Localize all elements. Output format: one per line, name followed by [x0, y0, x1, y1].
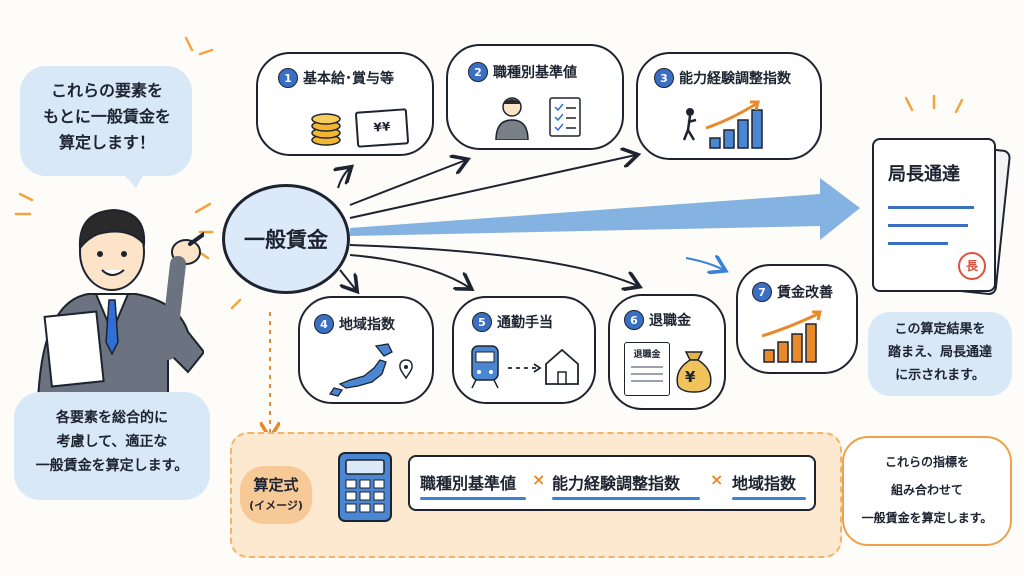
speech-bubble — [20, 66, 192, 176]
commute-icon — [471, 345, 579, 389]
seal-stamp: 長 — [958, 252, 986, 280]
factor-card-4: 4 地域指数 — [298, 296, 434, 404]
formula-sublabel: (イメージ) — [249, 499, 303, 512]
formula-term-2: 能力経験調整指数 — [552, 474, 681, 493]
formula-label: 算定式 — [253, 476, 299, 494]
factor-label-4: 地域指数 — [339, 317, 395, 333]
factor-card-5: 5 通勤手当 — [452, 296, 596, 404]
summary-line-2: 考慮して、適正な — [56, 434, 168, 450]
formula-operator-2: × — [710, 470, 724, 489]
factor-number-4: 4 — [314, 314, 334, 334]
speech-line-2: もとに一般賃金を — [43, 107, 171, 126]
formula-term-1: 職種別基準値 — [420, 474, 517, 493]
formula-note-bubble — [842, 436, 1012, 546]
summary-line-1: 各要素を総合的に — [56, 410, 168, 426]
notice-caption-line-2: 踏まえ、局長通達 — [887, 345, 992, 360]
director-notice-title: 局長通達 — [888, 164, 960, 185]
speech-bubble-text: これらの要素を もとに一般賃金を 算定します！ — [28, 78, 186, 156]
speech-line-3: 算定します！ — [58, 133, 155, 152]
notice-caption-text: この算定結果を 踏まえ、局長通達 に示されます。 — [870, 318, 1010, 387]
coins-icon — [311, 113, 341, 146]
formula-note-line-1: これらの指標を — [884, 455, 969, 469]
yen-bill-icon: ¥¥ — [354, 108, 410, 148]
businessman-icon — [36, 208, 204, 402]
factor-number-3: 3 — [654, 68, 674, 88]
factor-number-5: 5 — [472, 312, 492, 332]
money-bag-symbol: ¥ — [685, 368, 696, 386]
formula-box — [408, 455, 816, 511]
checklist-icon — [549, 97, 581, 137]
retirement-document-icon: 退職金 — [624, 342, 670, 396]
factor-label-1: 基本給･賞与等 — [303, 71, 394, 87]
factor-label-6: 退職金 — [649, 313, 691, 329]
formula-note-line-3: 一般賃金を算定します。 — [861, 511, 993, 525]
general-wage-label: 一般賃金 — [244, 228, 328, 252]
formula-note-line-2: 組み合わせて — [890, 483, 963, 497]
factor-card-1: 1 基本給･賞与等 ¥¥ — [256, 52, 434, 156]
seal-stamp-text: 長 — [965, 259, 978, 273]
money-bag-icon — [676, 351, 712, 393]
formula-label-badge: 算定式 (イメージ) — [240, 466, 312, 524]
factor-number-6: 6 — [624, 310, 644, 330]
formula-operator-1: × — [532, 470, 546, 489]
formula-term-2-underline — [552, 497, 700, 500]
calculator-icon — [338, 452, 392, 522]
wage-increase-icon — [761, 310, 822, 363]
factor-number-7: 7 — [752, 282, 772, 302]
formula-term-3-underline — [732, 497, 806, 500]
retirement-document-label: 退職金 — [633, 350, 661, 360]
summary-bubble — [14, 392, 210, 500]
factor-card-6: 6 退職金 退職金 ¥ — [608, 294, 726, 410]
notice-caption-line-1: この算定結果を — [894, 322, 986, 337]
main-flow-arrow — [350, 178, 860, 240]
japan-map-icon — [328, 343, 413, 397]
factor-card-2: 2 職種別基準値 — [446, 44, 624, 150]
factor-card-7: 7 賃金改善 — [736, 264, 858, 374]
formula-note-text: これらの指標を 組み合わせて 一般賃金を算定します。 — [846, 448, 1008, 532]
summary-line-3: 一般賃金を算定します。 — [35, 458, 189, 474]
worker-icon — [495, 97, 529, 140]
factor-number-1: 1 — [278, 68, 298, 88]
speech-line-1: これらの要素を — [50, 81, 163, 100]
director-notice-document: 局長通達 長 — [872, 138, 996, 292]
factor-label-2: 職種別基準値 — [493, 65, 577, 81]
summary-bubble-text: 各要素を総合的に 考慮して、適正な 一般賃金を算定します。 — [18, 406, 206, 478]
factor-label-3: 能力経験調整指数 — [679, 71, 791, 87]
growth-chart-icon — [682, 100, 763, 149]
factor-number-2: 2 — [468, 62, 488, 82]
yen-bill-label: ¥¥ — [373, 119, 391, 135]
factor-card-3: 3 能力経験調整指数 — [636, 52, 822, 160]
formula-term-3: 地域指数 — [732, 474, 797, 493]
formula-term-1-underline — [420, 497, 526, 500]
factor-label-7: 賃金改善 — [777, 285, 833, 301]
notice-caption-line-3: に示されます。 — [895, 368, 985, 383]
general-wage-hub: 一般賃金 — [222, 184, 350, 294]
factor-label-5: 通勤手当 — [497, 315, 553, 331]
notice-caption-bubble — [868, 312, 1012, 396]
